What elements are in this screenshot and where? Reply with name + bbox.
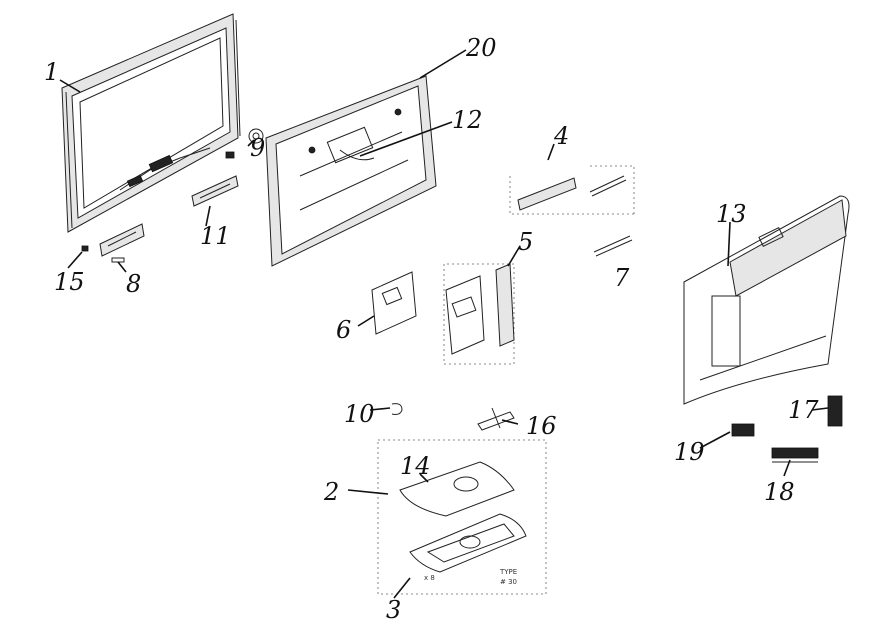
label-1: 1 (44, 58, 59, 86)
base-note-number: # 30 (500, 578, 517, 586)
label-3: 3 (386, 596, 401, 624)
part-11-small-board (191, 175, 239, 207)
label-19: 19 (674, 438, 705, 466)
screw-count-note: x 8 (424, 574, 435, 582)
part-13-rear-cover (683, 195, 850, 405)
label-4: 4 (553, 122, 569, 150)
part-8-key-board (99, 223, 145, 263)
part-18-strip (771, 447, 819, 463)
label-8: 8 (126, 270, 141, 298)
part-15-clip (81, 245, 89, 252)
label-11: 11 (200, 222, 231, 250)
label-6: 6 (336, 316, 351, 344)
label-17: 17 (788, 396, 819, 424)
part-3-stand-base (409, 513, 527, 573)
label-15: 15 (54, 268, 85, 296)
part-1-front-bezel (61, 13, 241, 233)
label-10: 10 (344, 400, 375, 428)
label-16: 16 (526, 412, 557, 440)
part-5-main-board (443, 263, 515, 365)
part-20-panel-chassis (265, 75, 437, 267)
label-2: 2 (323, 478, 339, 506)
leader-lines (59, 49, 829, 599)
label-13: 13 (716, 200, 747, 228)
label-9: 9 (250, 134, 265, 162)
label-20: 20 (465, 34, 497, 62)
label-12: 12 (452, 106, 483, 134)
label-5: 5 (518, 228, 533, 256)
label-14: 14 (400, 452, 431, 480)
base-note-type: TYPE (499, 568, 517, 576)
part-10-screw (391, 403, 403, 415)
part-2-stand-assembly (377, 439, 547, 595)
label-18: 18 (764, 478, 795, 506)
part-19-block (731, 423, 755, 437)
part-6-power-board (371, 271, 417, 335)
part-9-knob (248, 128, 264, 144)
part-16-bracket (477, 407, 515, 431)
part-4-bracket-group (509, 165, 635, 257)
part-17-block (827, 395, 843, 427)
small-bracket (225, 151, 235, 159)
label-7: 7 (614, 264, 630, 292)
